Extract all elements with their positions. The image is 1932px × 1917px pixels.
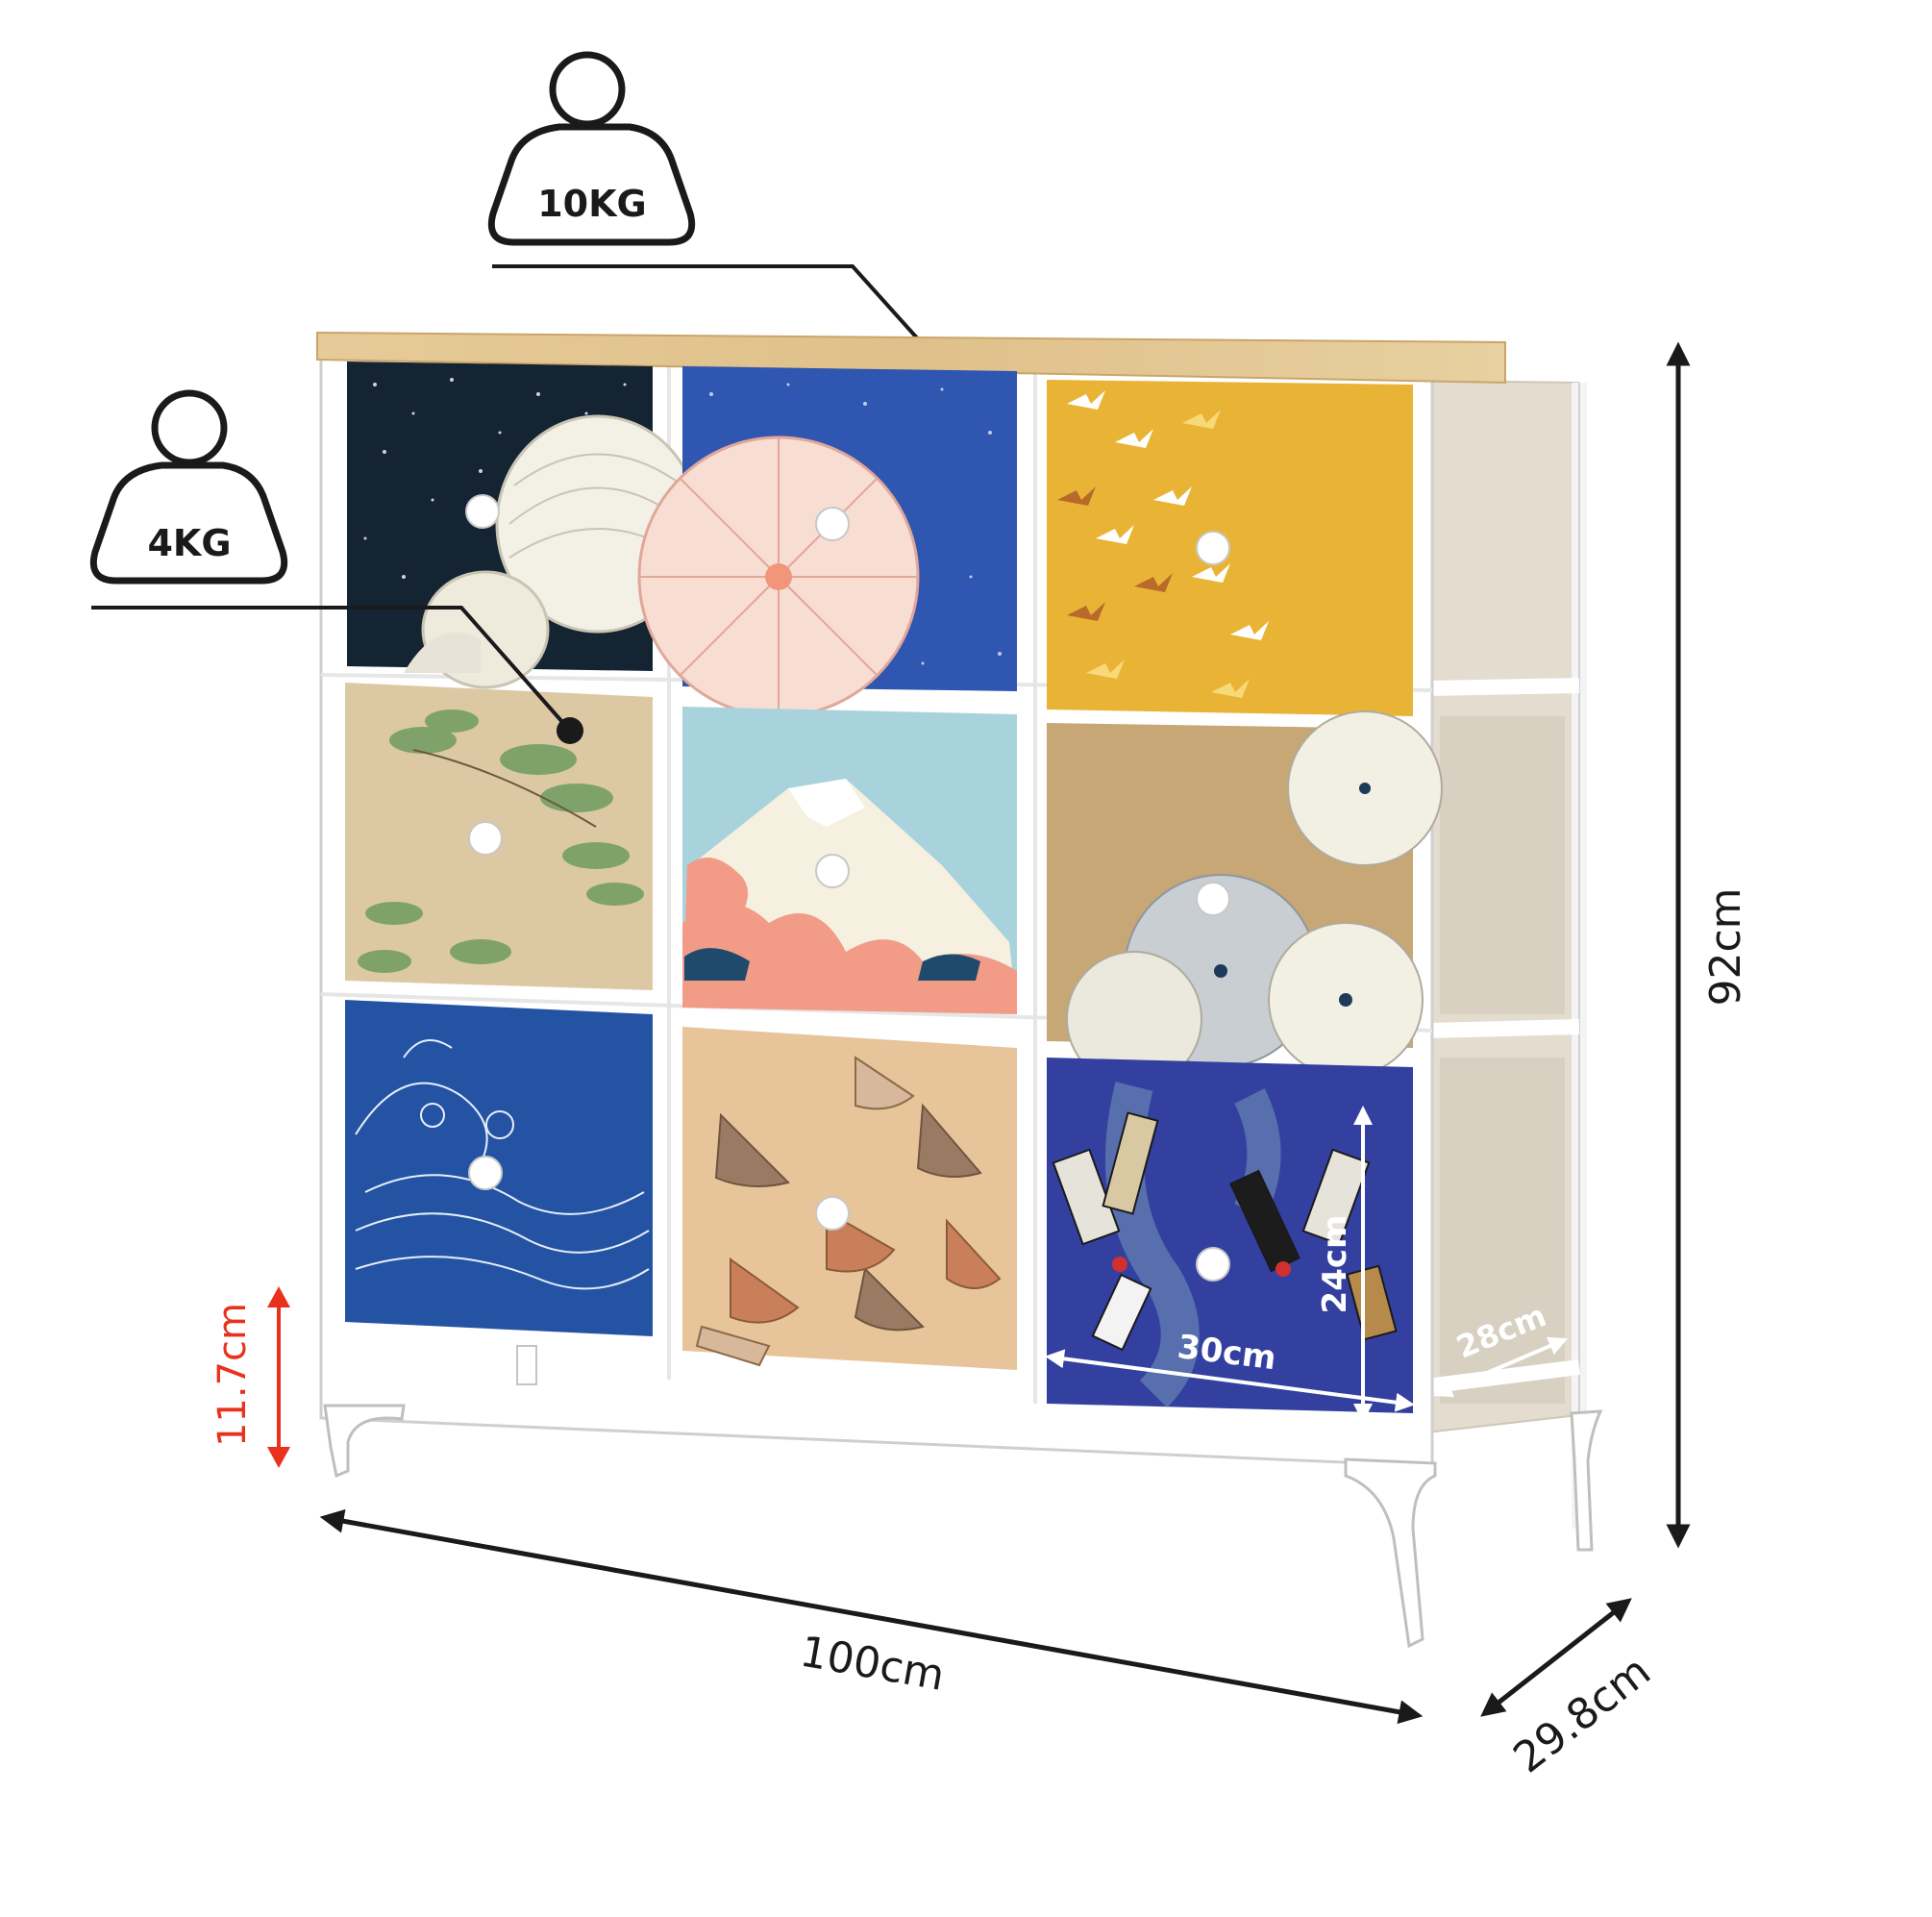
- drawer-1[interactable]: [347, 361, 701, 689]
- weight-icon-drawer: 4KG: [89, 389, 288, 585]
- leg-front-left: [323, 1404, 406, 1479]
- drawer-6[interactable]: [1047, 710, 1443, 1087]
- top-load-label: 10KG: [537, 183, 647, 225]
- depth-arrow: [1480, 1598, 1632, 1717]
- width-label: 100cm: [797, 1627, 949, 1700]
- weight-icon-top: 10KG: [487, 51, 696, 246]
- dresser: [316, 331, 1603, 1649]
- drawer-4[interactable]: [345, 683, 653, 990]
- leg-back-right: [1570, 1409, 1603, 1552]
- drawer-load-dot: [557, 717, 583, 744]
- drawer-8[interactable]: [682, 1027, 1017, 1370]
- width-arrow: [319, 1508, 1424, 1725]
- depth-label: 29.8cm: [1504, 1647, 1659, 1783]
- drawer-5[interactable]: [682, 707, 1017, 1014]
- top-load-leader: [492, 264, 931, 354]
- drawer-load-label: 4KG: [147, 522, 231, 564]
- drawer-width-arrow: [1045, 1349, 1415, 1412]
- leg-front-right: [1344, 1457, 1437, 1649]
- drawer-7[interactable]: [345, 1000, 653, 1336]
- wood-top: [316, 331, 1506, 385]
- drawer-3[interactable]: [1047, 380, 1413, 716]
- drawer-2[interactable]: [637, 366, 1017, 718]
- height-label: 92cm: [1701, 887, 1750, 1006]
- drawer-depth-arrow: [1432, 1336, 1569, 1398]
- drawer-load-leader: [91, 606, 572, 733]
- leg-height-label: 11.7cm: [211, 1303, 255, 1447]
- drawer-height-label: 24cm: [1316, 1215, 1354, 1314]
